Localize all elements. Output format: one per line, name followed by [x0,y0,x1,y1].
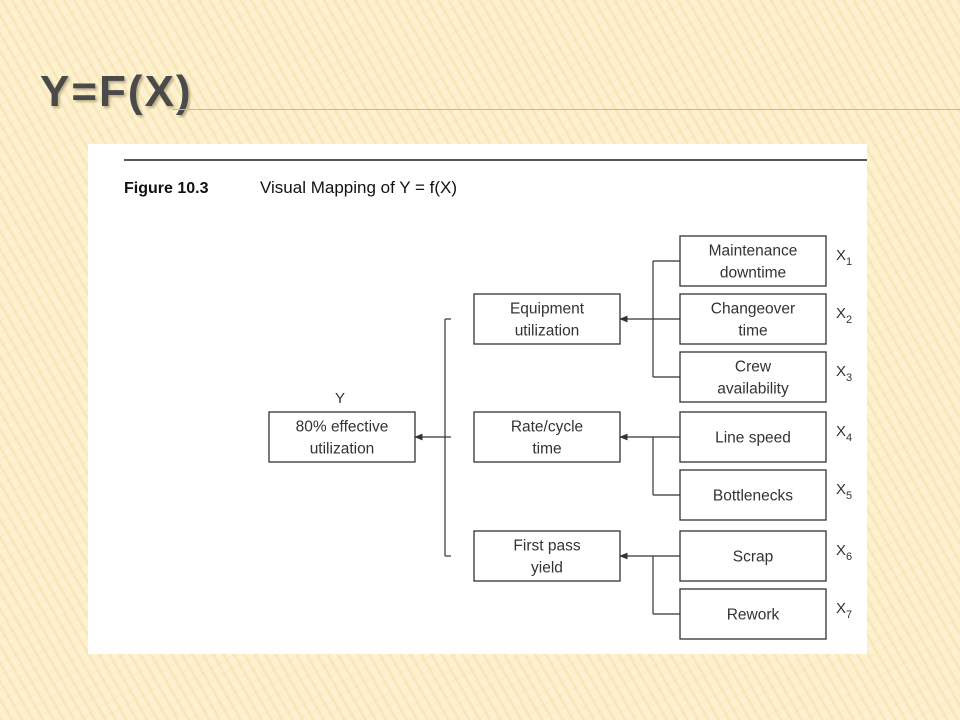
variable-x3-subscript: 3 [846,372,852,384]
factor-changeover-time-label: Changeover [711,301,795,318]
variable-x4-subscript: 4 [846,432,852,444]
factor-crew-availability-label: Crew [735,359,772,376]
factor-changeover-time-box [679,293,827,345]
factor-scrap-label: Scrap [733,549,774,566]
slide-title: Y=F(X) [40,70,193,114]
factor-bottlenecks-box [679,469,827,521]
figure-panel: Figure 10.3 Visual Mapping of Y = f(X) Y… [88,144,867,654]
factor-maintenance-downtime-label: Maintenance [709,243,798,260]
factor-line-speed-label: Line speed [715,430,791,447]
figure-caption: Visual Mapping of Y = f(X) [260,178,457,197]
variable-x7-subscript: 7 [846,609,852,621]
root-effective-utilization-label: utilization [310,441,375,458]
variable-x1-label: X1 [836,247,852,268]
group-first-pass-yield-label: First pass [513,538,580,555]
group-equipment-utilization-label: Equipment [510,301,585,318]
root-effective-utilization-label: 80% effective [296,419,389,436]
y-f-x-diagram: Figure 10.3 Visual Mapping of Y = f(X) Y… [124,159,867,640]
group-first-pass-yield-label: yield [531,560,563,577]
factor-bottlenecks-label: Bottlenecks [713,488,793,505]
factor-line-speed-box [679,411,827,463]
variable-x3-label: X3 [836,363,852,384]
group-rate-cycle-time-label: time [532,441,561,458]
variable-x6-symbol: X [836,542,846,559]
variable-x6-label: X6 [836,542,852,563]
group-equipment-utilization-label: utilization [515,323,580,340]
variable-x4-symbol: X [836,423,846,440]
factor-changeover-time-label: time [738,323,767,340]
factor-maintenance-downtime-box [679,235,827,287]
group-first-pass-yield-box [473,530,621,582]
factor-rework-label: Rework [727,607,780,624]
title-underline [172,109,960,110]
factor-crew-availability-label: availability [717,381,789,398]
group-rate-cycle-time-box [473,411,621,463]
figure-number: Figure 10.3 [124,180,209,197]
variable-x5-subscript: 5 [846,490,852,502]
variable-x1-subscript: 1 [846,256,852,268]
variable-x2-subscript: 2 [846,314,852,326]
slide-title-text: Y=F(X) [40,67,193,116]
variable-x7-label: X7 [836,600,852,621]
variable-x2-label: X2 [836,305,852,326]
variable-x1-symbol: X [836,247,846,264]
variable-x5-label: X5 [836,481,852,502]
factor-rework-box [679,588,827,640]
factor-crew-availability-box [679,351,827,403]
variable-x3-symbol: X [836,363,846,380]
variable-x5-symbol: X [836,481,846,498]
variable-x6-subscript: 6 [846,551,852,563]
factor-scrap-box [679,530,827,582]
group-rate-cycle-time-label: Rate/cycle [511,419,583,436]
variable-x7-symbol: X [836,600,846,617]
factor-maintenance-downtime-label: downtime [720,265,786,282]
y-label: Y [335,390,345,407]
variable-x4-label: X4 [836,423,852,444]
group-equipment-utilization-box [473,293,621,345]
variable-x2-symbol: X [836,305,846,322]
